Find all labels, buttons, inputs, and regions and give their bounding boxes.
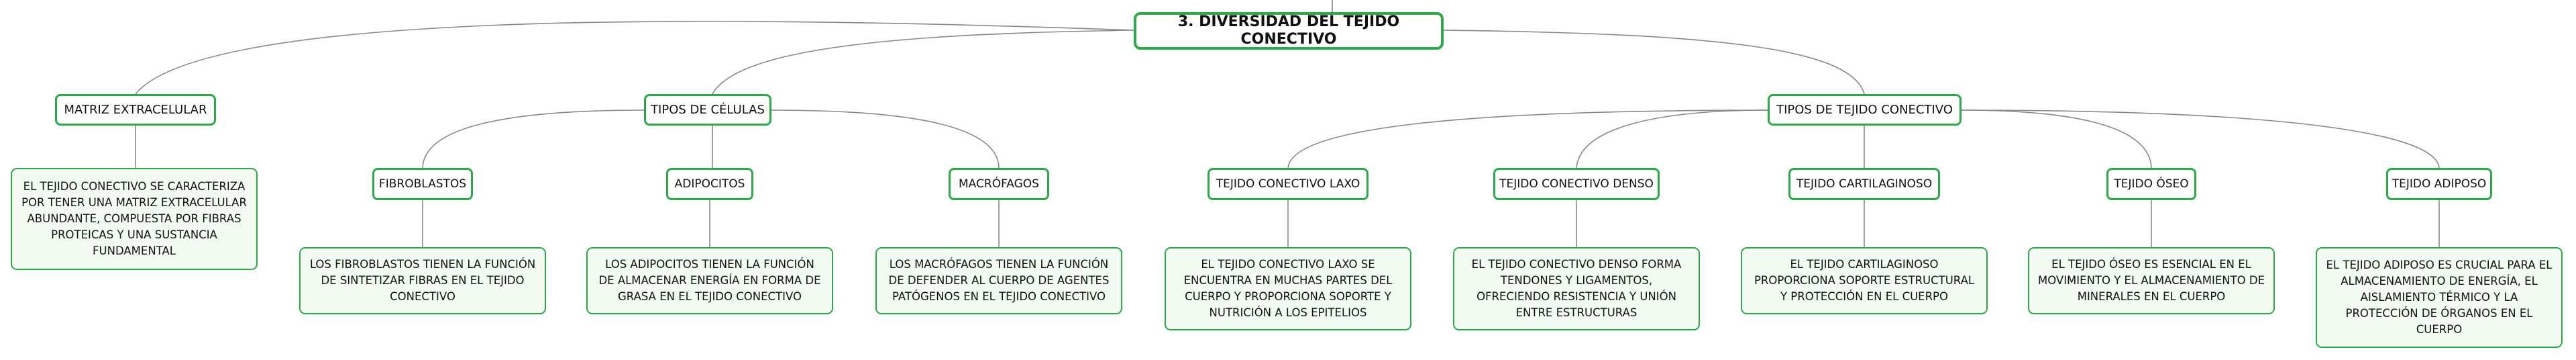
leaf-adipocitos[interactable]: LOS ADIPOCITOS TIENEN LA FUNCIÓN DE ALMA… [586,247,833,314]
leaf-tejido-conectivo-laxo[interactable]: EL TEJIDO CONECTIVO LAXO SE ENCUENTRA EN… [1165,247,1411,330]
connector-tejido-laxo [1287,109,1768,169]
node-tejido-adiposo[interactable]: TEJIDO ADIPOSO [2386,168,2492,200]
leaf-tejido-adiposo[interactable]: EL TEJIDO ADIPOSO ES CRUCIAL PARA EL ALM… [2316,247,2563,348]
connector-celulas-fibroblastos [422,109,645,169]
connector-root-tipos-celulas [712,30,1134,95]
leaf-tejido-oseo[interactable]: EL TEJIDO ÓSEO ES ESENCIAL EN EL MOVIMIE… [2028,247,2275,314]
leaf-macrofagos[interactable]: LOS MACRÓFAGOS TIENEN LA FUNCIÓN DE DEFE… [875,247,1122,314]
leaf-tejido-conectivo-denso[interactable]: EL TEJIDO CONECTIVO DENSO FORMA TENDONES… [1453,247,1700,330]
connector-celulas-macrofagos [771,109,1000,169]
node-matriz-extracelular[interactable]: MATRIZ EXTRACELULAR [55,94,216,126]
connector-root-tipos-tejido [1443,30,1865,95]
connector-tejido-denso [1576,109,1768,169]
leaf-fibroblastos[interactable]: LOS FIBROBLASTOS TIENEN LA FUNCIÓN DE SI… [299,247,546,314]
node-macrofagos[interactable]: MACRÓFAGOS [949,168,1049,200]
node-tejido-conectivo-denso[interactable]: TEJIDO CONECTIVO DENSO [1493,168,1660,200]
leaf-matriz-extracelular[interactable]: EL TEJIDO CONECTIVO SE CARACTERIZA POR T… [11,168,258,270]
node-fibroblastos[interactable]: FIBROBLASTOS [372,168,473,200]
root-node[interactable]: 3. DIVERSIDAD DEL TEJIDO CONECTIVO [1134,12,1444,50]
connector-root-matriz [135,21,1134,95]
node-tejido-oseo[interactable]: TEJIDO ÓSEO [2106,168,2196,200]
node-tejido-conectivo-laxo[interactable]: TEJIDO CONECTIVO LAXO [1208,168,1368,200]
connector-tejido-adiposo [1961,109,2440,169]
node-adipocitos[interactable]: ADIPOCITOS [666,168,753,200]
node-tejido-cartilaginoso[interactable]: TEJIDO CARTILAGINOSO [1788,168,1940,200]
connector-tejido-oseo [1961,109,2152,169]
leaf-tejido-cartilaginoso[interactable]: EL TEJIDO CARTILAGINOSO PROPORCIONA SOPO… [1741,247,1988,314]
node-tipos-de-tejido-conectivo[interactable]: TIPOS DE TEJIDO CONECTIVO [1768,94,1962,126]
node-tipos-de-celulas[interactable]: TIPOS DE CÉLULAS [644,94,771,126]
